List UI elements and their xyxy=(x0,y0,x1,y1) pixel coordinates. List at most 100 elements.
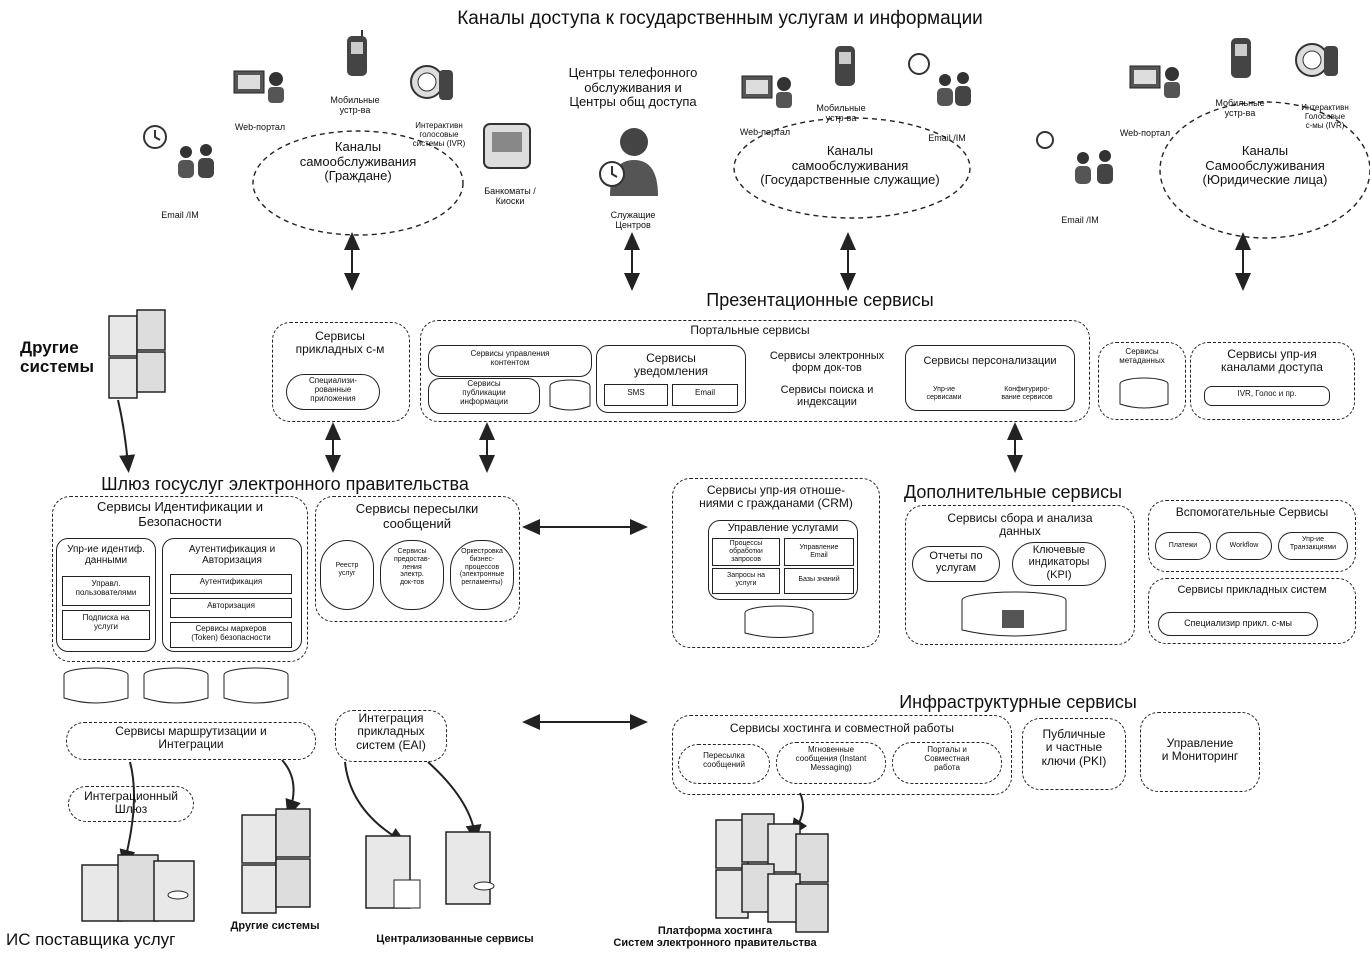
analytics-group xyxy=(905,505,1135,645)
employees-web-label: Web-портал xyxy=(739,127,791,137)
pki-label: Публичные и частные ключи (PKI) xyxy=(1041,727,1107,768)
messaging-title: Сервисы пересылки сообщений xyxy=(355,501,479,531)
authn-group xyxy=(162,538,302,652)
channels-title: Каналы доступа к государственным услугам… xyxy=(457,8,983,29)
registry xyxy=(320,540,374,610)
people-icon xyxy=(178,144,214,178)
database-icon xyxy=(549,379,591,411)
people-icon xyxy=(1036,131,1113,184)
auxiliary-title: Вспомогательные Сервисы xyxy=(1175,505,1329,519)
bpm xyxy=(450,540,514,610)
payments xyxy=(1155,532,1211,560)
token-box xyxy=(170,622,292,648)
citizens-ivr-label: Интерактивн голосовые системы (IVR) xyxy=(412,121,466,148)
reports xyxy=(912,546,1000,582)
publishing-label: Сервисы публикации информации xyxy=(460,379,508,406)
crm-email-label: Управление Email xyxy=(799,544,839,559)
monitoring-label: Управление и Мониторинг xyxy=(1161,736,1239,764)
crm-kb-label: Базы знаний xyxy=(798,576,840,583)
authn-label: Аутентификация xyxy=(199,577,263,586)
crm-email xyxy=(784,538,854,566)
hosting-group xyxy=(672,715,1012,795)
people-icon xyxy=(908,53,971,106)
channel-mgmt-group xyxy=(1190,342,1355,420)
token-label: Сервисы маркеров (Token) безопасности xyxy=(191,624,271,642)
msg xyxy=(678,744,770,784)
citizens-mobile-label: Мобильные устр-ва xyxy=(330,95,380,116)
mobile-icon xyxy=(1231,38,1251,78)
analytics-title: Сервисы сбора и анализа данных xyxy=(947,511,1093,539)
applied-systems-title: Сервисы прикладных с-м xyxy=(295,329,385,357)
server-rack-icon xyxy=(715,813,829,933)
hosting-title: Сервисы хостинга и совместной работы xyxy=(729,721,955,735)
authz-box xyxy=(170,598,292,618)
provider-label: ИС поставщика услуг xyxy=(6,930,176,949)
pki-group xyxy=(1022,718,1126,790)
arrow-route-other xyxy=(281,759,301,818)
laptop-icon xyxy=(233,70,284,103)
crm-svc-mgmt-title: Управление услугами xyxy=(727,522,839,534)
personalization-title: Сервисы персонализации xyxy=(923,355,1057,367)
infrastructure-title: Инфраструктурные сервисы xyxy=(899,692,1137,712)
legal-ivr-label: Интерактивн Голосовые с-мы (IVR) xyxy=(1301,103,1349,130)
crm-requests-label: Запросы на услуги xyxy=(727,572,765,587)
email-label: Email xyxy=(694,388,715,397)
id-mgmt-title: Упр-ие идентиф. данными xyxy=(67,544,145,567)
legal-web-label: Web-портал xyxy=(1119,128,1171,138)
authn-box xyxy=(170,574,292,594)
transactions-label: Упр-ие Транзакциями xyxy=(1289,536,1337,551)
arrow-other-gw xyxy=(117,399,136,473)
server-rack-icon xyxy=(241,808,311,914)
messaging-group xyxy=(315,496,520,622)
routing-group xyxy=(66,722,316,760)
workflow-label: Workflow xyxy=(1229,542,1259,549)
gateway-title: Шлюз госуслуг электронного правительства xyxy=(101,474,469,494)
sms-label: SMS xyxy=(627,388,645,397)
specialized-apps-label: Специализи- рованные приложения xyxy=(309,376,357,403)
int-gateway-label: Интеграционный Шлюз xyxy=(84,789,178,817)
database-icon xyxy=(744,605,814,638)
kpi-label: Ключевые индикаторы (KPI) xyxy=(1028,544,1090,581)
id-mgmt-group xyxy=(56,538,156,652)
metadata-title: Сервисы метаданных xyxy=(1119,347,1165,365)
citizens-web-label: Web-портал xyxy=(234,122,286,132)
sms-box xyxy=(604,384,668,406)
subscribe-label: Подписка на услуги xyxy=(82,613,130,631)
ivr-headset-icon xyxy=(410,65,453,100)
ivr-voice-box xyxy=(1204,386,1330,406)
svc-config-label: Конфигуриро- вание сервисов xyxy=(1001,386,1053,401)
arrow-route-provider xyxy=(119,761,136,868)
crm-title: Сервисы упр-ия отноше- ниями с гражданам… xyxy=(699,483,853,511)
additional-title: Дополнительные сервисы xyxy=(903,482,1123,502)
metadata-group xyxy=(1098,342,1186,420)
identity-group xyxy=(52,496,308,662)
laptop-icon xyxy=(1129,65,1180,98)
cloud-citizens xyxy=(252,130,464,236)
operator-icon xyxy=(599,128,658,196)
portals xyxy=(892,742,1002,784)
kpi xyxy=(1012,542,1106,586)
crm-process xyxy=(712,538,780,566)
applied-add-group xyxy=(1148,578,1356,644)
portals-label: Порталы и Совместная работа xyxy=(924,745,970,772)
central-label: Централизованные сервисы xyxy=(376,933,534,945)
monitoring-group xyxy=(1140,712,1260,792)
portal-services-title: Портальные сервисы xyxy=(690,323,810,337)
email-box xyxy=(672,384,738,406)
crm-requests xyxy=(712,568,780,594)
cloud-employees xyxy=(733,117,971,219)
cloud-legal xyxy=(1159,101,1370,239)
search-label: Сервисы поиска и индексации xyxy=(780,384,874,409)
user-mgmt-label: Управл. пользователями xyxy=(75,579,137,597)
eai-label: Интеграция прикладных систем (EAI) xyxy=(356,711,426,752)
employees-mobile-label: Мобильные устр-ва xyxy=(816,103,866,124)
int-gateway xyxy=(68,786,194,822)
edocs xyxy=(380,540,444,610)
reports-label: Отчеты по услугам xyxy=(929,550,983,575)
crm-process-label: Процессы обработки запросов xyxy=(729,540,763,563)
database-icon xyxy=(1119,377,1169,409)
presentation-title: Презентационные сервисы xyxy=(706,290,934,310)
other-bottom-label: Другие системы xyxy=(230,920,320,932)
other-systems-label: Другие системы xyxy=(20,338,95,377)
